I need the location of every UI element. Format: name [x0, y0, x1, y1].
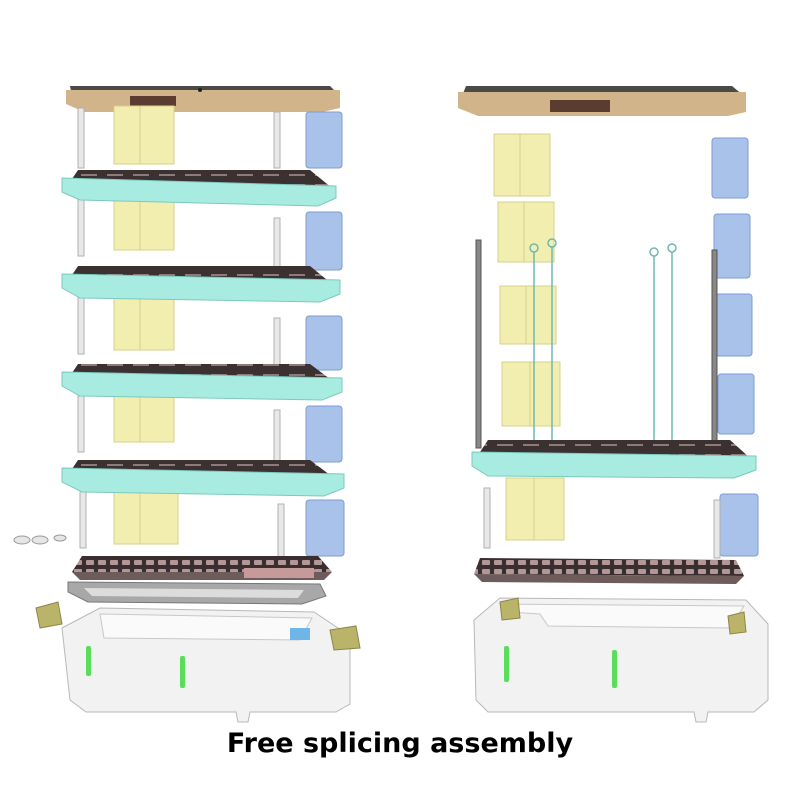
right-yellow-pillars — [493, 133, 565, 541]
left-posts — [77, 107, 285, 561]
left-stacked-assembly — [13, 86, 361, 723]
left-brackets — [35, 601, 361, 651]
left-yellow-pillars — [113, 105, 179, 545]
right-brackets — [499, 597, 747, 635]
left-top-lid — [66, 86, 340, 112]
left-blue-blocks — [305, 111, 345, 557]
left-frame-4 — [61, 460, 345, 497]
left-frame-3 — [61, 364, 343, 401]
right-base — [473, 597, 769, 723]
left-tray — [67, 581, 327, 605]
right-lower-posts — [483, 487, 721, 559]
left-frame-2 — [61, 266, 341, 303]
right-top-lid — [458, 86, 746, 116]
left-caps — [13, 534, 67, 545]
left-grid-plate — [72, 556, 332, 580]
right-rods — [529, 238, 677, 452]
right-open-assembly — [458, 86, 769, 723]
caption: Free splicing assembly — [226, 728, 574, 759]
right-frame — [471, 440, 757, 479]
left-frame-1 — [61, 170, 337, 207]
left-base — [61, 607, 351, 723]
right-grid-plate — [474, 558, 744, 584]
right-blue-blocks — [711, 137, 759, 557]
